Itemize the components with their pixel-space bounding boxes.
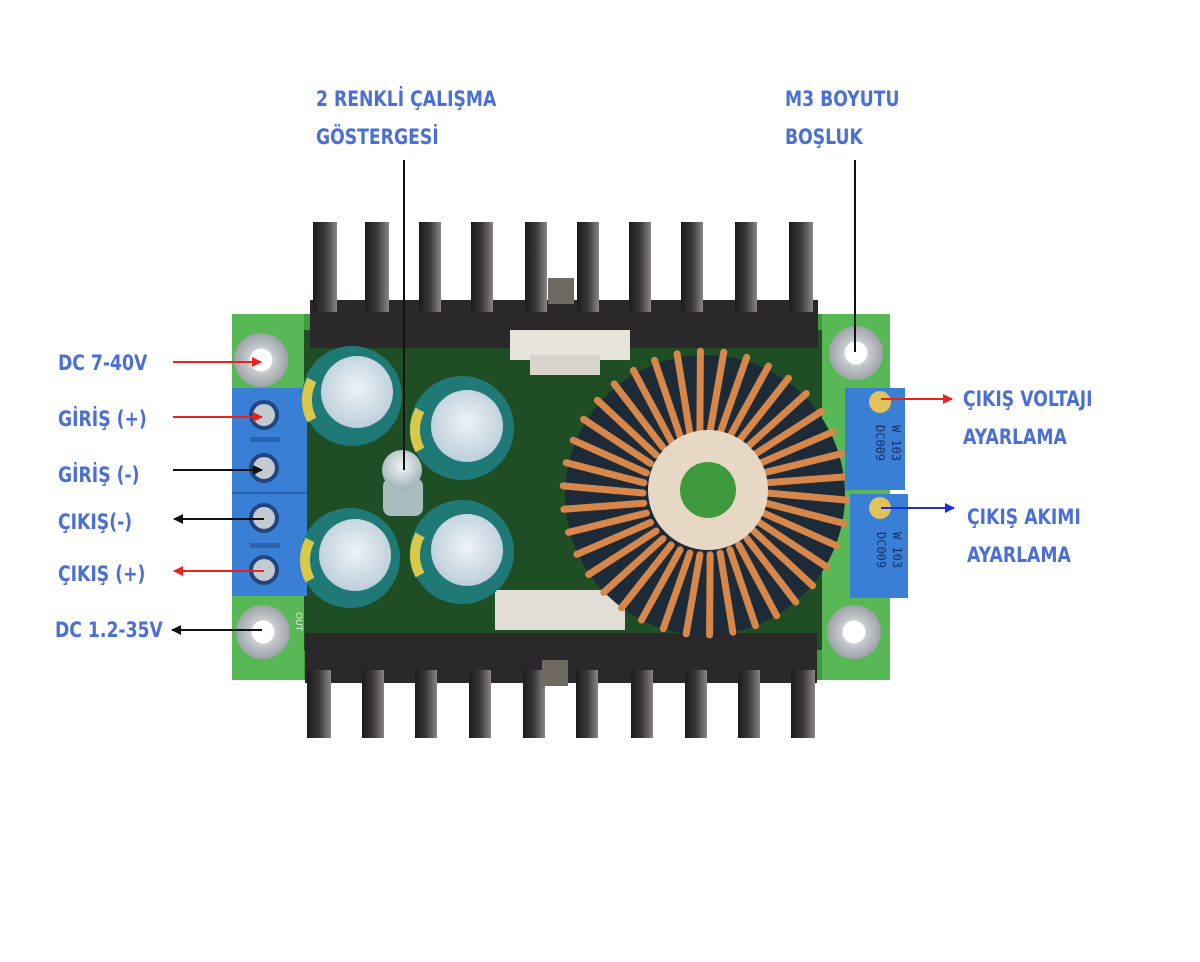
coil-winding [573,519,654,558]
bicolor-led [382,450,423,516]
trimpot-marking: DC009 [874,532,888,568]
coil-winding [618,541,675,612]
coil-winding [585,527,660,578]
input-plus-label: GİRİŞ (+) [58,407,147,431]
silkscreen-out: OUT [293,612,303,632]
mount-hole-label-line2: BOŞLUK [785,125,863,149]
coil-winding [762,499,848,527]
capacitor [301,346,402,446]
coil-winding [750,527,817,590]
coil-winding [756,519,830,571]
current-trimpot[interactable]: W 103 DC009 [850,494,908,598]
coil-winding [562,459,648,487]
coil-winding [706,348,728,435]
terminal-block [232,388,307,596]
coil-winding [659,549,694,633]
heatsink-screw [548,278,574,304]
capacitor [409,376,514,480]
coil-winding [735,541,781,620]
coil-winding [673,350,694,437]
coil-winding [593,396,660,459]
capacitor [299,508,400,608]
coil-winding [735,374,792,445]
led-indicator-label-line1: 2 RENKLİ ÇALIŞMA [316,87,497,111]
coil-winding [565,509,650,536]
coil-winding [682,551,704,638]
trimpot-marking: W 103 [889,425,903,461]
trimpot-adjust-screw [869,391,891,413]
trimpot-marking: DC009 [873,425,887,461]
toroidal-inductor [559,347,851,639]
coil-winding [610,380,667,451]
current-adjust-label-line2: AYARLAMA [967,543,1071,567]
coil-winding [760,450,845,477]
heatsink-screw [542,660,568,686]
coil-winding [763,489,851,504]
coil-winding [750,408,825,459]
mount-hole-bottom-left [236,605,290,659]
coil-winding [756,428,837,467]
coil-winding [696,347,704,435]
capacitor [409,500,514,604]
coil-winding [762,473,850,487]
output-minus-label: ÇIKIŞ(-) [58,510,133,534]
capacitors [299,346,514,608]
coil-winding [716,353,751,437]
mount-hole-label-line1: M3 BOYUTU [785,87,900,111]
trimpot-marking: W 103 [890,532,904,568]
coil-winding [726,362,772,440]
voltage-trimpot[interactable]: W 103 DC009 [845,388,905,490]
mount-hole-top-left [234,333,288,387]
output-range-label: DC 1.2-35V [55,618,163,642]
coil-winding [651,356,684,440]
coil-winding [743,390,810,451]
voltage-adjust-label-line2: AYARLAMA [963,425,1067,449]
coil-winding [638,546,684,624]
input-minus-label: GİRİŞ (-) [58,463,140,487]
bottom-heatsink [305,590,817,738]
output-plus-label: ÇIKIŞ (+) [58,562,146,586]
coil-winding [560,499,648,513]
voltage-adjust-label-line1: ÇIKIŞ VOLTAJI [963,387,1093,411]
coil-winding [600,535,667,596]
terminal-screw-input-minus [249,453,279,483]
coil-winding [559,482,647,497]
top-heatsink [310,222,818,375]
coil-winding [569,436,650,477]
mount-hole-top-right [829,326,883,380]
coil-winding [716,549,737,636]
current-adjust-label-line1: ÇIKIŞ AKIMI [967,505,1081,529]
trimpot-adjust-screw [869,497,891,519]
input-range-label: DC 7-40V [58,351,148,375]
coil-winding [706,551,714,639]
coil-winding [726,546,759,630]
mount-hole-bottom-right [827,605,881,659]
coil-winding [760,509,841,550]
led-indicator-label-line2: GÖSTERGESİ [316,125,439,149]
terminal-screw-input-plus [249,400,279,430]
coil-winding [743,535,800,606]
coil-winding [629,366,675,445]
coil-winding [580,415,654,467]
